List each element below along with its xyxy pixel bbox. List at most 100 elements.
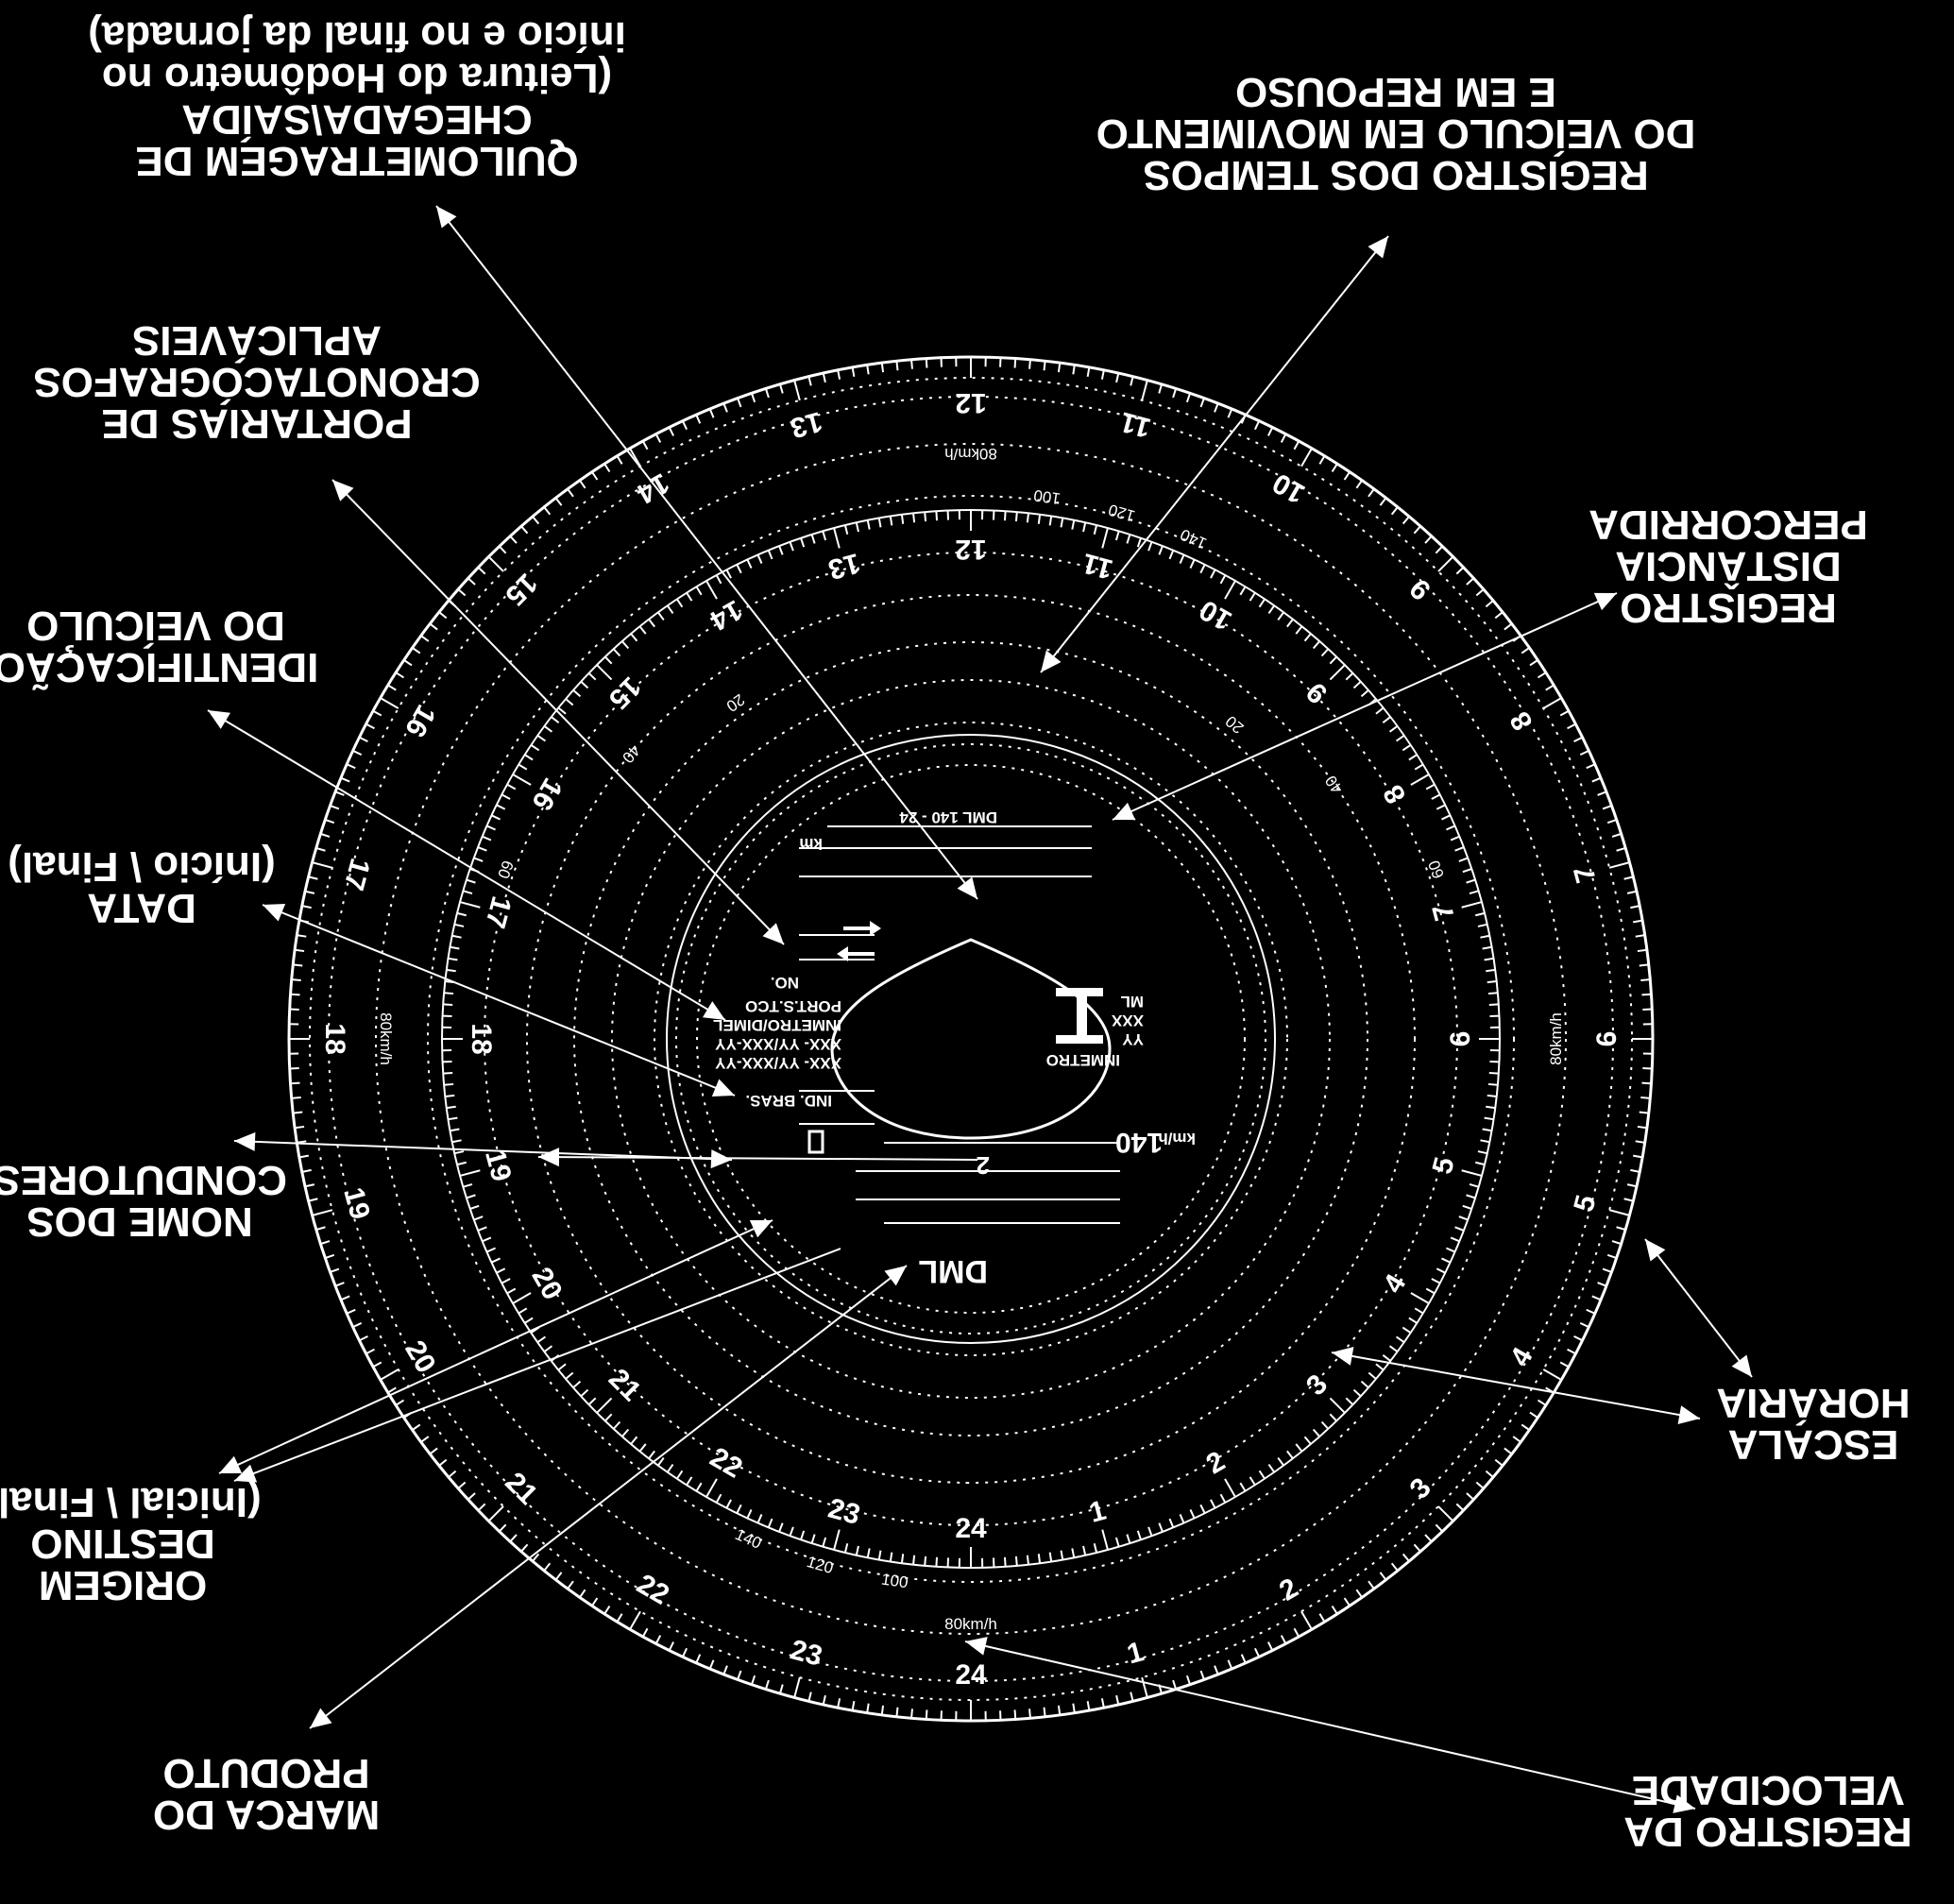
- speed-label: 140: [732, 1525, 764, 1553]
- callout-line: DATA: [87, 885, 196, 931]
- tick-mark: [536, 1335, 547, 1344]
- tick-mark: [359, 736, 368, 742]
- tick-mark: [365, 1348, 375, 1355]
- tick-mark: [793, 1676, 801, 1698]
- xxx-label: XXX: [1111, 1012, 1144, 1029]
- tick-mark: [1312, 1428, 1320, 1437]
- tick-mark: [1542, 1368, 1562, 1381]
- tick-mark: [715, 1493, 722, 1504]
- tick-mark: [520, 525, 529, 535]
- tick-mark: [764, 1679, 770, 1690]
- tick-mark: [554, 1572, 563, 1581]
- tick-mark: [1240, 1654, 1247, 1664]
- tick-mark: [1623, 876, 1634, 880]
- tick-mark: [1071, 519, 1076, 530]
- tick-mark: [477, 1226, 487, 1232]
- tick-mark: [750, 392, 756, 403]
- tick-mark: [506, 1287, 517, 1295]
- tick-mark: [1559, 1361, 1570, 1368]
- tick-mark: [657, 1456, 665, 1467]
- tick-mark: [1425, 783, 1436, 790]
- hour-label: 10: [1267, 467, 1310, 509]
- tick-mark: [1388, 725, 1399, 733]
- tick-mark: [467, 577, 476, 586]
- tick-mark: [395, 672, 405, 679]
- arrow-head: [234, 1131, 256, 1151]
- tick-mark: [1537, 1399, 1547, 1406]
- arrow-line: [233, 1140, 733, 1161]
- tick-mark: [1219, 1493, 1227, 1504]
- arrow-head: [436, 206, 457, 229]
- tick-mark: [924, 512, 927, 522]
- tick-mark: [1616, 847, 1626, 852]
- tick-mark: [924, 1556, 927, 1566]
- tick-mark: [324, 818, 335, 824]
- tick-mark: [837, 1698, 841, 1708]
- tick-mark: [1158, 1522, 1164, 1533]
- tick-mark: [750, 1674, 756, 1686]
- tick-mark: [1639, 963, 1649, 967]
- model-code: DML 140 - 24: [899, 808, 997, 826]
- tick-mark: [756, 1514, 763, 1523]
- tick-mark: [411, 647, 421, 654]
- hour-label: 13: [787, 405, 825, 444]
- tick-mark: [1462, 1204, 1472, 1210]
- tick-mark: [935, 511, 939, 521]
- tick-mark: [512, 774, 532, 786]
- tick-mark: [1475, 1481, 1485, 1489]
- tick-mark: [616, 1613, 623, 1623]
- tick-mark: [1521, 647, 1531, 654]
- tick-mark: [543, 1562, 552, 1572]
- tick-mark: [1602, 805, 1612, 810]
- tick-mark: [1126, 534, 1131, 544]
- tick-mark: [482, 1236, 492, 1243]
- tick-mark: [1521, 1423, 1531, 1431]
- tick-mark: [1641, 993, 1652, 996]
- tick-mark: [297, 1140, 307, 1144]
- tick-mark: [1158, 383, 1163, 394]
- tick-mark: [1635, 934, 1645, 938]
- tick-mark: [1450, 835, 1460, 842]
- tick-mark: [1014, 1556, 1018, 1566]
- tick-mark: [532, 1553, 540, 1562]
- tick-mark: [880, 1705, 885, 1715]
- hour-label: 5: [1568, 1192, 1602, 1216]
- tick-mark: [446, 1105, 456, 1110]
- callout-line: (Início \ Final): [8, 843, 276, 890]
- tick-mark: [1477, 923, 1487, 927]
- center-hole: [830, 938, 1112, 1140]
- tick-mark: [1382, 716, 1391, 723]
- tick-mark: [705, 1478, 718, 1498]
- tick-mark: [807, 1692, 812, 1702]
- tick-mark: [1487, 1082, 1498, 1086]
- tick-mark: [1100, 1698, 1105, 1708]
- tick-mark: [308, 1198, 318, 1202]
- tick-mark: [1115, 372, 1120, 383]
- tick-mark: [387, 1386, 397, 1394]
- tick-mark: [457, 1481, 467, 1489]
- tick-mark: [520, 1543, 529, 1553]
- tick-mark: [686, 592, 693, 602]
- tick-mark: [1219, 574, 1227, 585]
- tick-mark: [1630, 905, 1640, 910]
- max-speed-unit: km/h: [1158, 1130, 1196, 1148]
- tick-mark: [295, 948, 305, 953]
- tick-mark: [1280, 1635, 1287, 1644]
- tick-mark: [621, 640, 630, 650]
- tick-mark: [1312, 640, 1320, 650]
- tick-mark: [291, 978, 301, 981]
- tick-mark: [450, 945, 460, 950]
- tick-mark: [1267, 427, 1274, 436]
- tick-mark: [1602, 1267, 1612, 1273]
- tick-mark: [1343, 471, 1351, 481]
- tick-mark: [695, 1654, 702, 1664]
- tick-mark: [1185, 1674, 1192, 1686]
- driver-number: 2: [977, 1151, 990, 1180]
- tick-mark: [1482, 945, 1492, 950]
- tick-mark: [1141, 1676, 1148, 1698]
- tick-mark: [372, 1361, 382, 1368]
- tick-mark: [1179, 554, 1185, 564]
- tick-mark: [579, 479, 586, 489]
- tick-mark: [736, 1504, 742, 1514]
